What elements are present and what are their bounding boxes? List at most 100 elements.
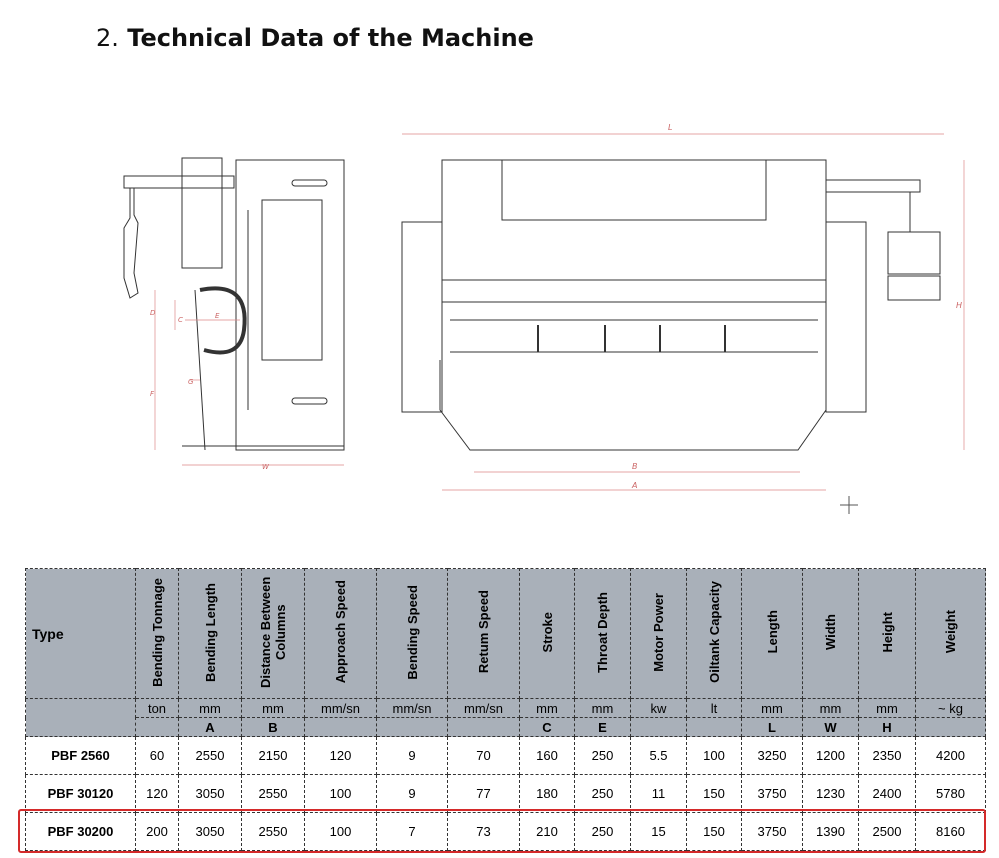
value-cell: 3050	[178, 812, 242, 851]
value-cell: 2150	[241, 736, 305, 775]
value-cell: 100	[686, 736, 742, 775]
dimension-letter-cell: C	[519, 717, 575, 737]
svg-text:W: W	[262, 463, 270, 471]
type-cell: PBF 30120	[25, 774, 136, 813]
unit-cell: mm	[741, 698, 803, 718]
value-cell: 5780	[915, 774, 986, 813]
svg-text:B: B	[632, 462, 638, 471]
svg-text:E: E	[215, 312, 220, 320]
svg-text:G: G	[188, 378, 194, 386]
value-cell: 3750	[741, 774, 803, 813]
type-cell: PBF 30200	[25, 812, 136, 851]
unit-cell: mm/sn	[376, 698, 448, 718]
value-cell: 120	[135, 774, 179, 813]
value-cell: 250	[574, 774, 631, 813]
unit-cell: mm	[802, 698, 859, 718]
value-cell: 9	[376, 736, 448, 775]
value-cell: 70	[447, 736, 520, 775]
svg-text:C: C	[178, 316, 183, 324]
cursor-crosshair-icon	[840, 496, 858, 514]
value-cell: 160	[519, 736, 575, 775]
header-cell: Weight	[943, 610, 958, 654]
svg-text:F: F	[150, 390, 155, 398]
unit-cell: mm	[858, 698, 916, 718]
dimension-letter-cell	[447, 717, 520, 737]
dimension-letter-cell: B	[241, 717, 305, 737]
machine-drawing: W D C E F G L H B A	[123, 123, 965, 514]
value-cell: 8160	[915, 812, 986, 851]
svg-text:H: H	[956, 301, 962, 310]
unit-cell: mm/sn	[304, 698, 377, 718]
value-cell: 120	[304, 736, 377, 775]
header-type: Type	[25, 568, 136, 699]
value-cell: 4200	[915, 736, 986, 775]
unit-cell: mm	[574, 698, 631, 718]
dimension-letter-cell: W	[802, 717, 859, 737]
header-cell: Bending Length	[202, 582, 218, 682]
dimension-letter-cell: H	[858, 717, 916, 737]
value-cell: 210	[519, 812, 575, 851]
value-cell: 100	[304, 774, 377, 813]
value-cell: 2550	[241, 774, 305, 813]
header-cell: Throat Depth	[595, 591, 610, 673]
svg-text:A: A	[631, 481, 637, 490]
value-cell: 5.5	[630, 736, 687, 775]
value-cell: 1390	[802, 812, 859, 851]
header-cell: Motor Power	[651, 592, 666, 672]
type-cell: PBF 2560	[25, 736, 136, 775]
value-cell: 150	[686, 774, 742, 813]
dimension-letter-cell: A	[178, 717, 242, 737]
page-title: 2. Technical Data of the Machine	[96, 24, 534, 52]
dimension-letter-cell	[686, 717, 742, 737]
unit-cell: mm	[241, 698, 305, 718]
value-cell: 180	[519, 774, 575, 813]
unit-cell: mm/sn	[447, 698, 520, 718]
value-cell: 9	[376, 774, 448, 813]
value-cell: 77	[447, 774, 520, 813]
unit-cell: ton	[135, 698, 179, 718]
dimension-letter-cell	[630, 717, 687, 737]
value-cell: 250	[574, 812, 631, 851]
value-cell: 3750	[741, 812, 803, 851]
header-cell: Bending Speed	[404, 584, 420, 680]
header-cell: Distance Between Columns	[258, 576, 288, 688]
value-cell: 11	[630, 774, 687, 813]
header-cell: Oiltank Capacity	[706, 581, 722, 683]
value-cell: 2550	[241, 812, 305, 851]
type-spacer	[25, 698, 136, 737]
header-cell: Retum Speed	[476, 590, 491, 674]
value-cell: 100	[304, 812, 377, 851]
dimension-letter-cell	[376, 717, 448, 737]
unit-cell: mm	[178, 698, 242, 718]
value-cell: 3050	[178, 774, 242, 813]
header-cell: Length	[764, 610, 780, 654]
value-cell: 250	[574, 736, 631, 775]
side-view: W D C E F G	[123, 157, 345, 471]
unit-cell: kw	[630, 698, 687, 718]
dimension-letter-cell	[304, 717, 377, 737]
dimension-letter-cell: L	[741, 717, 803, 737]
header-cell: Stroke	[539, 611, 555, 653]
value-cell: 3250	[741, 736, 803, 775]
header-row: Type Bending Tonnage Bending Length Dist…	[25, 568, 986, 699]
value-cell: 7	[376, 812, 448, 851]
dimension-letter-cell	[915, 717, 986, 737]
value-cell: 1200	[802, 736, 859, 775]
value-cell: 60	[135, 736, 179, 775]
svg-text:L: L	[668, 123, 672, 132]
dimension-letter-cell	[135, 717, 179, 737]
header-cell: Width	[823, 614, 838, 650]
value-cell: 1230	[802, 774, 859, 813]
front-view: L H B A	[401, 123, 965, 514]
unit-cell: ~ kg	[915, 698, 986, 718]
value-cell: 200	[135, 812, 179, 851]
header-cell: Height	[879, 611, 895, 653]
technical-data-table: Type Bending Tonnage Bending Length Dist…	[25, 568, 986, 851]
header-cell: Approach Speed	[333, 580, 348, 684]
svg-text:D: D	[150, 309, 156, 317]
unit-cell: mm	[519, 698, 575, 718]
